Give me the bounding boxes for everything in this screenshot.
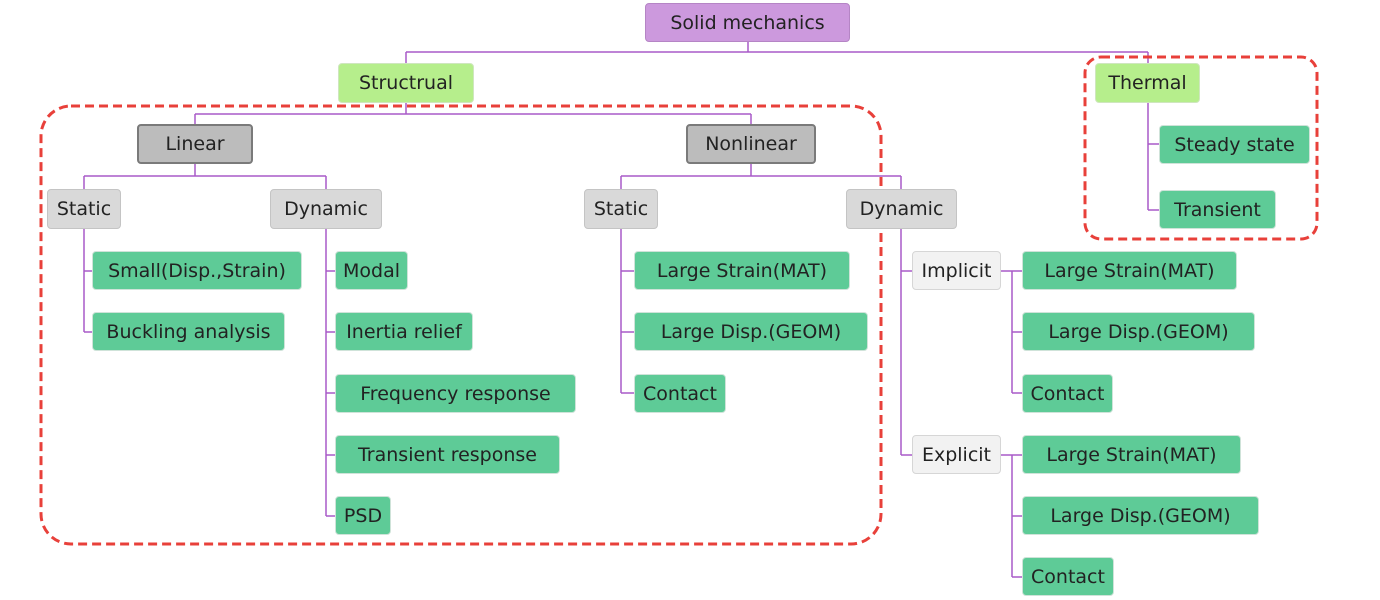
connector-nonlinear-static <box>620 229 634 394</box>
node-inertia-relief: Inertia relief <box>335 312 473 351</box>
node-linear-dynamic: Dynamic <box>270 189 382 229</box>
connector-nonlinear <box>620 164 902 189</box>
node-nonlinear: Nonlinear <box>686 124 816 164</box>
node-implicit-large-strain: Large Strain(MAT) <box>1022 251 1237 290</box>
node-explicit-large-disp: Large Disp.(GEOM) <box>1022 496 1259 535</box>
connector-root <box>405 42 1149 63</box>
node-implicit-large-disp: Large Disp.(GEOM) <box>1022 312 1255 351</box>
node-psd: PSD <box>335 496 391 535</box>
node-thermal-transient: Transient <box>1159 190 1276 229</box>
node-thermal-steady-state: Steady state <box>1159 125 1310 164</box>
node-nonlinear-static: Static <box>584 189 658 229</box>
node-nonlinear-static-contact: Contact <box>634 374 726 413</box>
node-thermal: Thermal <box>1095 63 1200 103</box>
node-transient-response: Transient response <box>335 435 560 474</box>
node-frequency-response: Frequency response <box>335 374 576 413</box>
connector-structural <box>194 103 752 124</box>
node-explicit: Explicit <box>912 435 1001 474</box>
connector-explicit <box>1001 454 1022 578</box>
connector-thermal <box>1147 103 1159 211</box>
node-nonlinear-static-large-strain: Large Strain(MAT) <box>634 251 850 290</box>
connector-linear <box>83 164 327 189</box>
node-structural: Structrual <box>338 63 474 103</box>
connector-implicit <box>1001 270 1022 394</box>
connector-linear-static <box>83 229 92 333</box>
node-explicit-contact: Contact <box>1022 557 1114 596</box>
node-nonlinear-dynamic: Dynamic <box>846 189 957 229</box>
node-small-disp-strain: Small(Disp.,Strain) <box>92 251 302 290</box>
node-implicit: Implicit <box>912 251 1001 290</box>
node-linear-static: Static <box>47 189 121 229</box>
node-buckling-analysis: Buckling analysis <box>92 312 285 351</box>
node-solid-mechanics: Solid mechanics <box>645 3 850 42</box>
connector-linear-dynamic <box>325 229 335 517</box>
node-implicit-contact: Contact <box>1022 374 1113 413</box>
node-linear: Linear <box>137 124 253 164</box>
node-explicit-large-strain: Large Strain(MAT) <box>1022 435 1241 474</box>
node-nonlinear-static-large-disp: Large Disp.(GEOM) <box>634 312 868 351</box>
node-modal: Modal <box>335 251 408 290</box>
connector-nonlinear-dynamic <box>900 229 912 456</box>
